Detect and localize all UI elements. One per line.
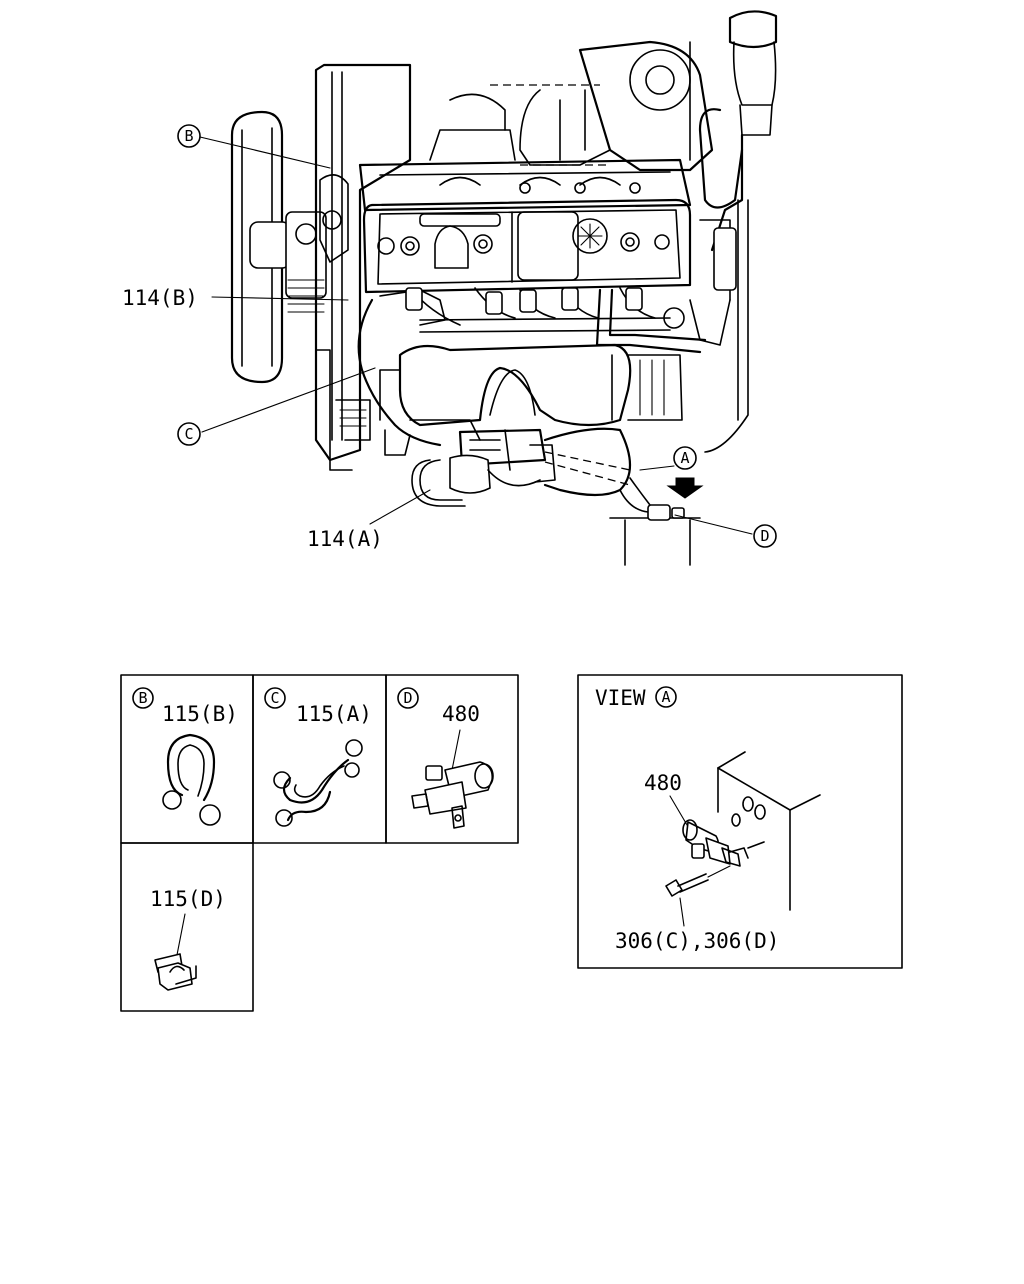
panel-b: B 115(B) xyxy=(132,687,238,826)
panel-b-marker: B xyxy=(138,689,147,707)
panel-bottom-part: 115(D) xyxy=(150,887,226,911)
view-a-panel: VIEW A 480 306(C),306(D) xyxy=(577,674,903,969)
panel-bottom: 115(D) xyxy=(150,887,226,991)
detail-panels xyxy=(120,674,519,1012)
panel-c-part: 115(A) xyxy=(296,702,372,726)
right-side-lines xyxy=(663,133,749,453)
lower-harness xyxy=(357,298,631,507)
view-a-part-480: 480 xyxy=(644,771,682,795)
clip-115b-illustration xyxy=(162,733,221,826)
callout-d: D xyxy=(753,524,777,548)
panel-d-marker: D xyxy=(403,689,412,707)
view-a-part-306: 306(C),306(D) xyxy=(615,929,779,953)
fuel-injectors xyxy=(379,287,707,354)
callout-a: A xyxy=(673,446,697,470)
callout-c: C xyxy=(177,422,201,446)
label-114a: 114(A) xyxy=(307,527,383,551)
callout-b-letter: B xyxy=(184,127,193,145)
view-direction-arrow xyxy=(666,477,704,499)
bolt-306 xyxy=(665,865,731,897)
solenoid-480-illustration xyxy=(411,761,494,829)
mounting-bracket xyxy=(717,751,821,911)
panel-d: D 480 xyxy=(397,687,494,829)
turbocharger xyxy=(490,10,778,209)
rocker-cover xyxy=(362,198,692,294)
callout-d-letter: D xyxy=(760,527,769,545)
view-a-title: VIEW xyxy=(595,686,646,710)
callout-a-letter: A xyxy=(680,449,689,467)
clip-115d-illustration xyxy=(154,953,197,991)
view-a-marker: A xyxy=(661,688,670,706)
callout-b: B xyxy=(177,124,201,148)
view-a-solenoid xyxy=(682,819,765,867)
label-114b: 114(B) xyxy=(122,286,198,310)
solenoid-bracket xyxy=(609,477,701,566)
panel-b-part: 115(B) xyxy=(162,702,238,726)
cooling-fan xyxy=(230,110,327,384)
panel-d-part: 480 xyxy=(442,702,480,726)
exhaust-manifold xyxy=(379,343,683,427)
upper-engine xyxy=(358,93,692,212)
clip-115a-illustration xyxy=(273,739,363,827)
engine-illustration xyxy=(230,10,778,566)
panel-c-marker: C xyxy=(270,689,279,707)
leader-lines xyxy=(199,136,753,535)
front-cover xyxy=(314,63,412,471)
callout-c-letter: C xyxy=(184,425,193,443)
panel-c: C 115(A) xyxy=(264,687,372,827)
